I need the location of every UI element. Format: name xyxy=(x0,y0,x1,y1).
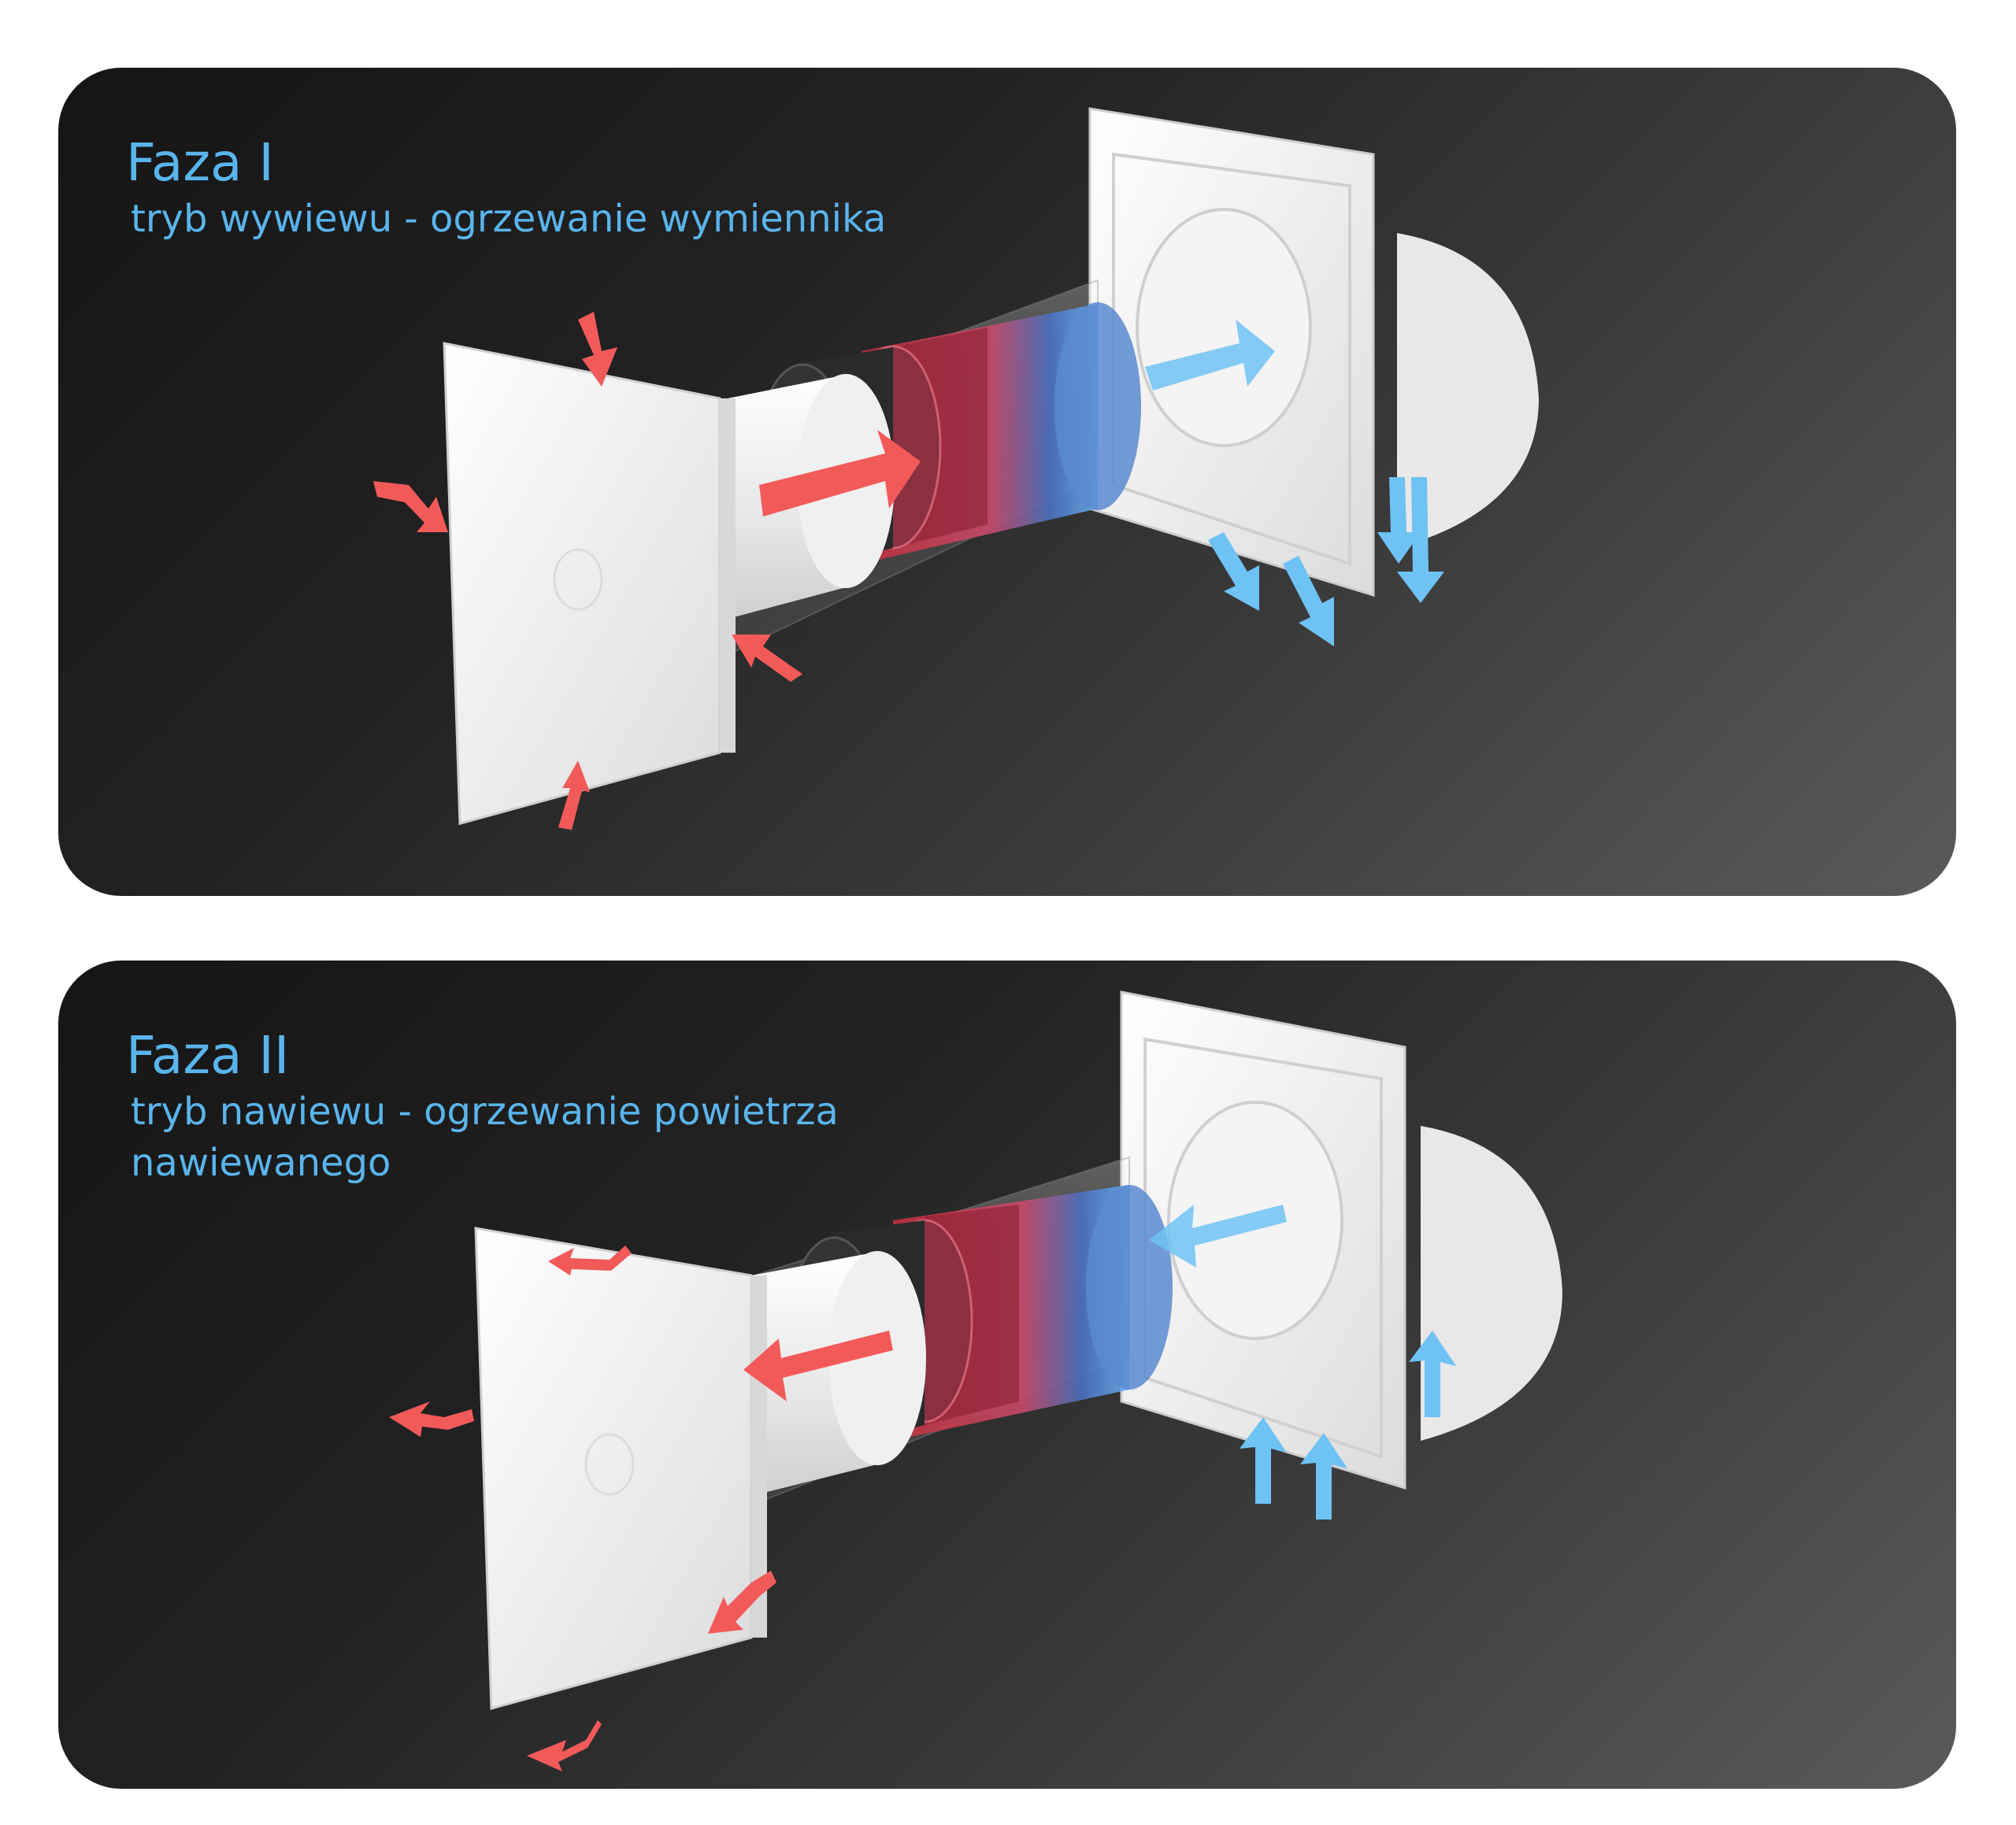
phase-1-panel: Faza I tryb wywiewu - ogrzewanie wymienn… xyxy=(58,68,1956,896)
phase-1-title: Faza I xyxy=(126,132,274,193)
indoor-grille-icon xyxy=(474,1227,767,1710)
phase-2-subtitle-line1: tryb nawiewu - ogrzewanie powietrza xyxy=(131,1090,839,1134)
phase-2-illustration xyxy=(389,990,1562,1771)
warm-airflow-arrow-icon xyxy=(373,312,921,830)
phase-1-subtitle: tryb wywiewu - ogrzewanie wymiennika xyxy=(131,194,886,245)
indoor-pipe xyxy=(751,1251,926,1496)
phase-2-title: Faza II xyxy=(126,1025,290,1086)
phase-2-subtitle-line2: nawiewanego xyxy=(131,1140,391,1185)
outdoor-hood-icon xyxy=(1088,107,1539,598)
cool-airflow-arrow-icon xyxy=(1149,1205,1456,1520)
phase-2-panel: Faza II tryb nawiewu - ogrzewanie powiet… xyxy=(58,961,1956,1789)
phase-2-subtitle: tryb nawiewu - ogrzewanie powietrza nawi… xyxy=(131,1086,839,1189)
outdoor-hood-icon xyxy=(1120,990,1562,1490)
phase-1-subtitle-line1: tryb wywiewu - ogrzewanie wymiennika xyxy=(131,197,887,241)
phase-1-illustration xyxy=(373,107,1539,830)
warm-airflow-arrow-icon xyxy=(389,1246,893,1771)
indoor-grille-icon xyxy=(443,342,736,825)
cool-airflow-arrow-icon xyxy=(1145,320,1444,646)
